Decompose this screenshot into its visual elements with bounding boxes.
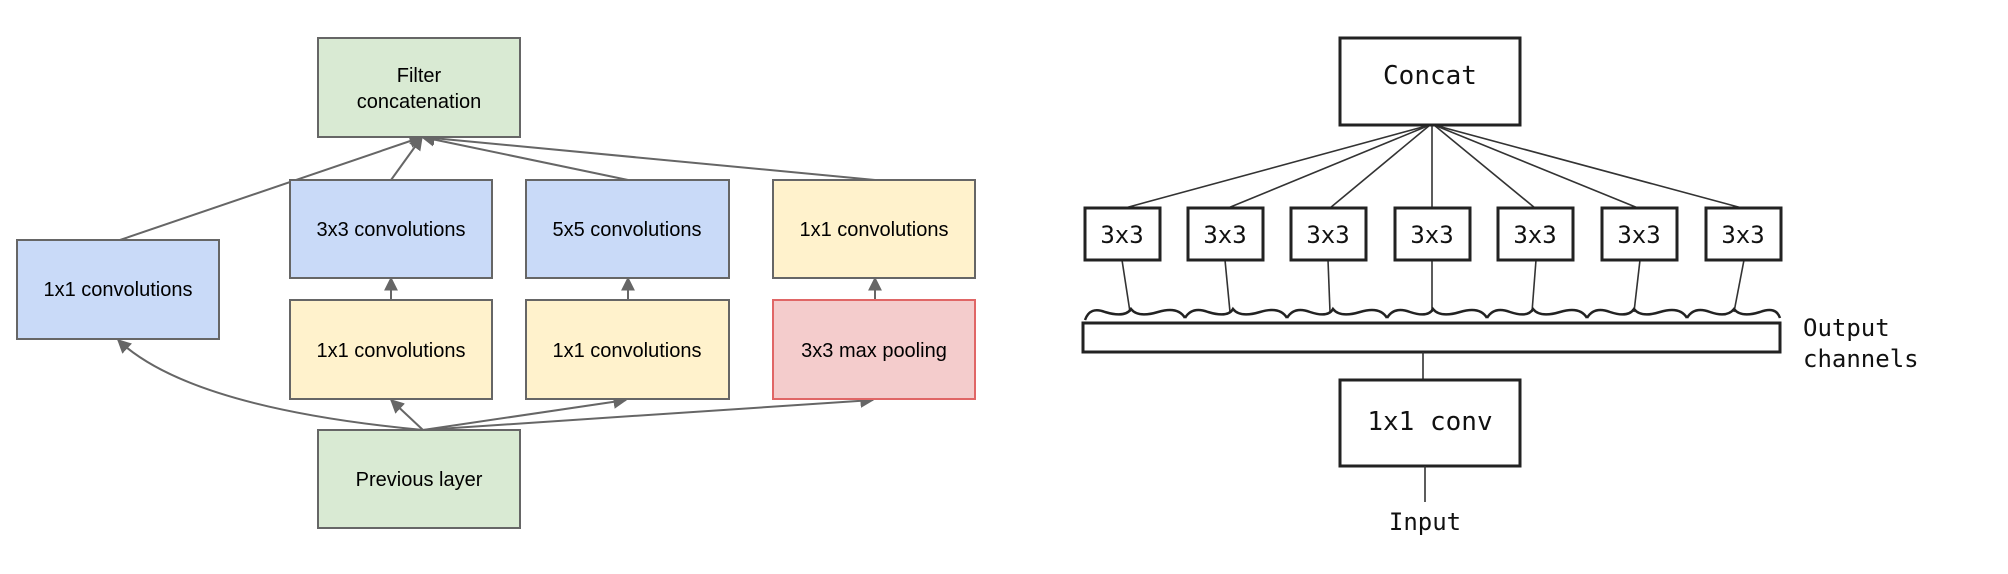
concat-label: Concat (1383, 61, 1477, 91)
conv3x3-label: 3x3 convolutions (317, 219, 466, 241)
concat-connector-lines (1124, 124, 1743, 209)
filter-box-2: 3x3 (1186, 206, 1265, 262)
filter-concatenation-box: Filter concatenation (317, 37, 521, 138)
filter-box-4: 3x3 (1393, 206, 1472, 262)
max-pool-label: 3x3 max pooling (801, 340, 947, 362)
concat-filter-diagram: Concat 3x3 3x3 3x3 3x3 3x3 3x3 3x (1081, 36, 1919, 536)
conv1x1-pool-proj-box: 1x1 convolutions (772, 179, 976, 279)
filter-concat-label-line2: concatenation (357, 91, 482, 113)
output-channels-label-line2: channels (1803, 345, 1919, 373)
arrow-prev-to-pool (422, 393, 875, 431)
arrow-3x3-to-concat (390, 135, 423, 181)
filter-label-4: 3x3 (1410, 221, 1453, 249)
conv1x1-branch-label: 1x1 convolutions (44, 279, 193, 301)
conv1x1-label: 1x1 conv (1367, 407, 1492, 437)
filter-to-channel-lines (1121, 259, 1745, 313)
output-channels-band (1081, 321, 1782, 354)
arrow-prev-to-reduce-a (389, 399, 424, 431)
conv1x1-pool-proj-label: 1x1 convolutions (800, 219, 949, 241)
arrow-prev-to-1x1 (116, 339, 424, 431)
concat-box: Concat (1338, 36, 1522, 127)
arrow-prev-to-reduce-b (422, 394, 628, 431)
output-channels-label-line1: Output (1803, 314, 1890, 342)
filter-concat-label-line1: Filter (397, 65, 442, 87)
inception-module-diagram: Filter concatenation 3x3 convolutions 5x… (16, 37, 976, 529)
filter-label-6: 3x3 (1617, 221, 1660, 249)
max-pool-box: 3x3 max pooling (772, 299, 976, 400)
filter-box-5: 3x3 (1496, 206, 1575, 262)
conv1x1-box: 1x1 conv (1338, 378, 1522, 468)
previous-layer-label: Previous layer (356, 469, 483, 491)
input-label: Input (1389, 508, 1461, 536)
arrow-pool-proj-to-concat (420, 131, 876, 181)
conv1x1-reduce-b-label: 1x1 convolutions (553, 340, 702, 362)
previous-layer-box: Previous layer (317, 429, 521, 529)
connector-arrows (116, 131, 882, 431)
filter-box-6: 3x3 (1600, 206, 1679, 262)
channel-brace (1083, 306, 1782, 321)
filter-label-1: 3x3 (1100, 221, 1143, 249)
filter-label-2: 3x3 (1203, 221, 1246, 249)
arrow-1x1-to-concat (119, 134, 424, 241)
filter-box-3: 3x3 (1289, 206, 1368, 262)
conv5x5-box: 5x5 convolutions (525, 179, 730, 279)
conv1x1-reduce-b-box: 1x1 convolutions (525, 299, 730, 400)
conv1x1-reduce-a-label: 1x1 convolutions (317, 340, 466, 362)
filter-label-7: 3x3 (1721, 221, 1764, 249)
arrow-5x5-to-concat (420, 132, 629, 181)
conv5x5-label: 5x5 convolutions (553, 219, 702, 241)
conv3x3-box: 3x3 convolutions (289, 179, 493, 279)
filter-label-3: 3x3 (1306, 221, 1349, 249)
conv1x1-reduce-a-box: 1x1 convolutions (289, 299, 493, 400)
filter-box-7: 3x3 (1704, 206, 1783, 262)
filter-label-5: 3x3 (1513, 221, 1556, 249)
conv1x1-branch-box: 1x1 convolutions (16, 239, 220, 340)
filter-box-1: 3x3 (1083, 206, 1162, 262)
